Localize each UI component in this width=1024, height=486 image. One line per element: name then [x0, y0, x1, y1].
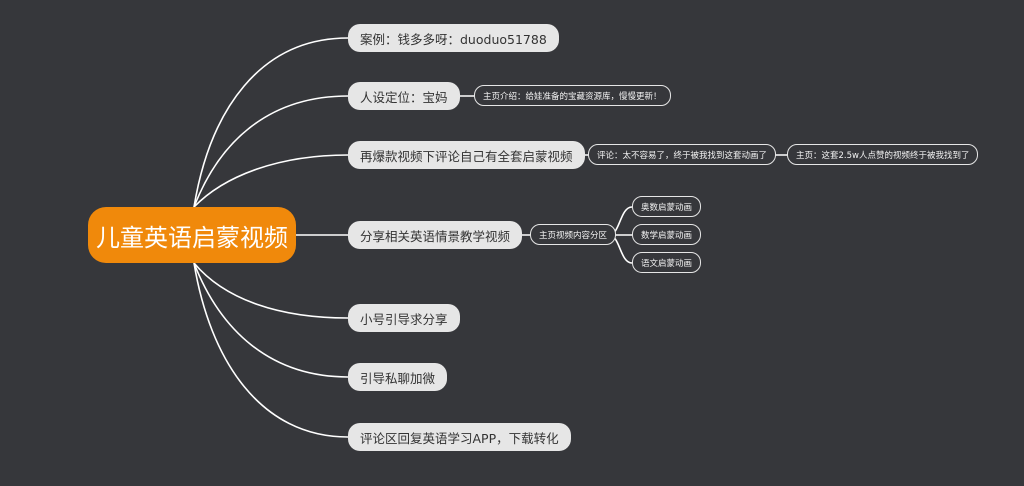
leaf-olympiad-math[interactable]: 奥数启蒙动画 — [632, 196, 702, 217]
branch-alt-account[interactable]: 小号引导求分享 — [348, 304, 460, 332]
branch-share-videos[interactable]: 分享相关英语情景教学视频 — [348, 221, 523, 249]
branch-label: 小号引导求分享 — [360, 311, 448, 327]
connector — [193, 262, 349, 319]
branch-label: 引导私聊加微 — [360, 370, 436, 386]
leaf-label: 主页介绍：给娃准备的宝藏资源库，慢慢更新！ — [483, 91, 662, 102]
branch-label: 案例：钱多多呀：duoduo51788 — [360, 31, 547, 47]
branch-comment-reply[interactable]: 评论区回复英语学习APP，下载转化 — [348, 423, 571, 451]
branch-comment-strategy[interactable]: 再爆款视频下评论自己有全套启蒙视频 — [348, 141, 585, 169]
connector — [193, 154, 349, 208]
leaf-homepage-text[interactable]: 主页：这套2.5w人点赞的视频终于被我找到了 — [787, 144, 979, 165]
branch-label: 评论区回复英语学习APP，下载转化 — [360, 430, 559, 446]
leaf-homepage-intro[interactable]: 主页介绍：给娃准备的宝藏资源库，慢慢更新！ — [474, 85, 671, 106]
leaf-chinese[interactable]: 语文启蒙动画 — [632, 252, 702, 273]
root-topic[interactable]: 儿童英语启蒙视频 — [88, 207, 296, 263]
branch-persona[interactable]: 人设定位：宝妈 — [348, 82, 460, 110]
branch-label: 分享相关英语情景教学视频 — [360, 228, 511, 244]
connector — [193, 95, 349, 208]
branch-case[interactable]: 案例：钱多多呀：duoduo51788 — [348, 24, 559, 52]
branch-label: 再爆款视频下评论自己有全套启蒙视频 — [360, 148, 573, 164]
root-topic-label: 儿童英语启蒙视频 — [96, 223, 288, 252]
leaf-label: 语文启蒙动画 — [641, 258, 693, 269]
branch-private-chat[interactable]: 引导私聊加微 — [348, 363, 448, 391]
leaf-label: 评论：太不容易了，终于被我找到这套动画了 — [597, 150, 768, 161]
leaf-label: 主页视频内容分区 — [539, 230, 608, 241]
leaf-label: 数学启蒙动画 — [641, 230, 693, 241]
leaf-homepage-sections[interactable]: 主页视频内容分区 — [530, 224, 617, 245]
connector — [193, 262, 349, 378]
branch-label: 人设定位：宝妈 — [360, 89, 448, 105]
connector — [193, 37, 349, 208]
leaf-label: 奥数启蒙动画 — [641, 202, 693, 213]
connector — [193, 262, 349, 438]
leaf-math[interactable]: 数学启蒙动画 — [632, 224, 702, 245]
leaf-label: 主页：这套2.5w人点赞的视频终于被我找到了 — [796, 150, 970, 161]
leaf-comment-text[interactable]: 评论：太不容易了，终于被我找到这套动画了 — [588, 144, 777, 165]
